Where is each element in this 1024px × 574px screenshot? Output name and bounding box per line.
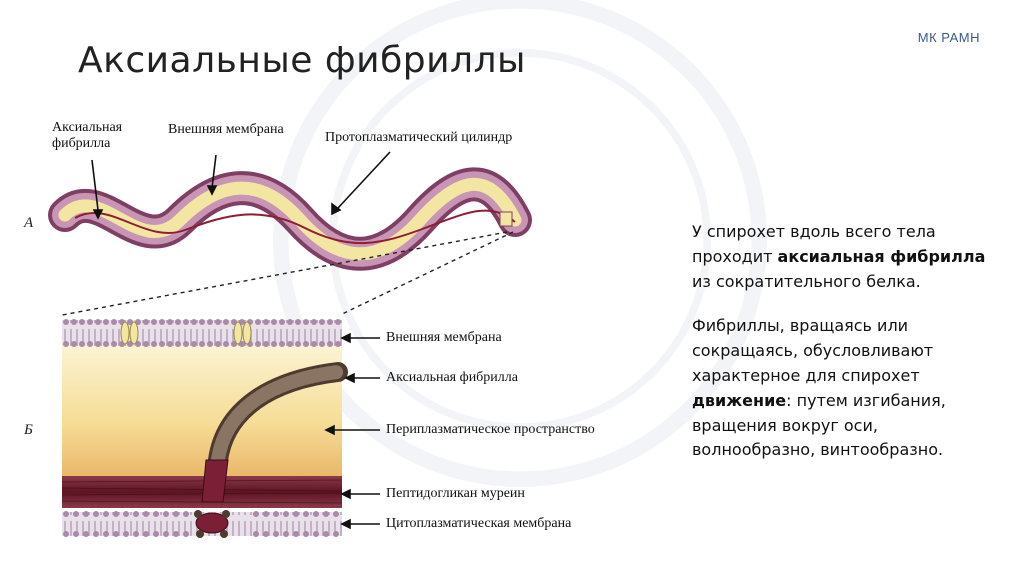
label-b-cytoplasmic-membrane: Цитоплазматическая мембрана [386,516,572,531]
axial-fibril-line [74,209,516,244]
outer-membrane-bilayer [62,319,342,347]
cell-end-cap [499,211,513,227]
cell-wall-section [61,319,348,538]
panel-a-arrows [91,151,391,220]
projection-line-left [61,231,508,316]
basal-body [195,512,229,534]
label-b-axial-fibril: Аксиальная фибрилла [386,370,518,385]
label-a-axial-fibril: Аксиальная фибрилла [52,120,123,152]
label-a-outer-membrane: Внешняя мембрана [168,122,284,137]
description-text: У спирохет вдоль всего тела проходит акс… [692,220,992,483]
brand-logo-text: МК РАМН [917,30,980,45]
panel-b-arrows [324,332,380,530]
label-b-peptidoglycan: Пептидогликан муреин [386,486,525,501]
paragraph-movement: Фибриллы, вращаясь или сокращаясь, обусл… [692,316,946,460]
label-b-outer-membrane: Внешняя мембрана [386,330,502,345]
page-title: Аксиальные фибриллы [78,40,526,81]
protoplasmic-cylinder-shape [58,177,522,261]
flagellar-hook [201,459,229,503]
spirochete-cell [48,167,532,271]
spirochete-figure: Аксиальная фибрилла Внешняя мембрана Про… [20,110,670,550]
panel-a-letter: А [24,215,34,231]
panel-b-letter: Б [24,422,33,438]
paragraph-axial-fibril: У спирохет вдоль всего тела проходит акс… [692,222,986,291]
periplasmic-space-area [62,346,342,476]
label-b-periplasmic-space: Периплазматическое пространство [386,422,595,437]
spirochete-diagram [48,151,532,538]
label-a-protoplasmic-cylinder: Протоплазматический цилиндр [325,130,513,145]
